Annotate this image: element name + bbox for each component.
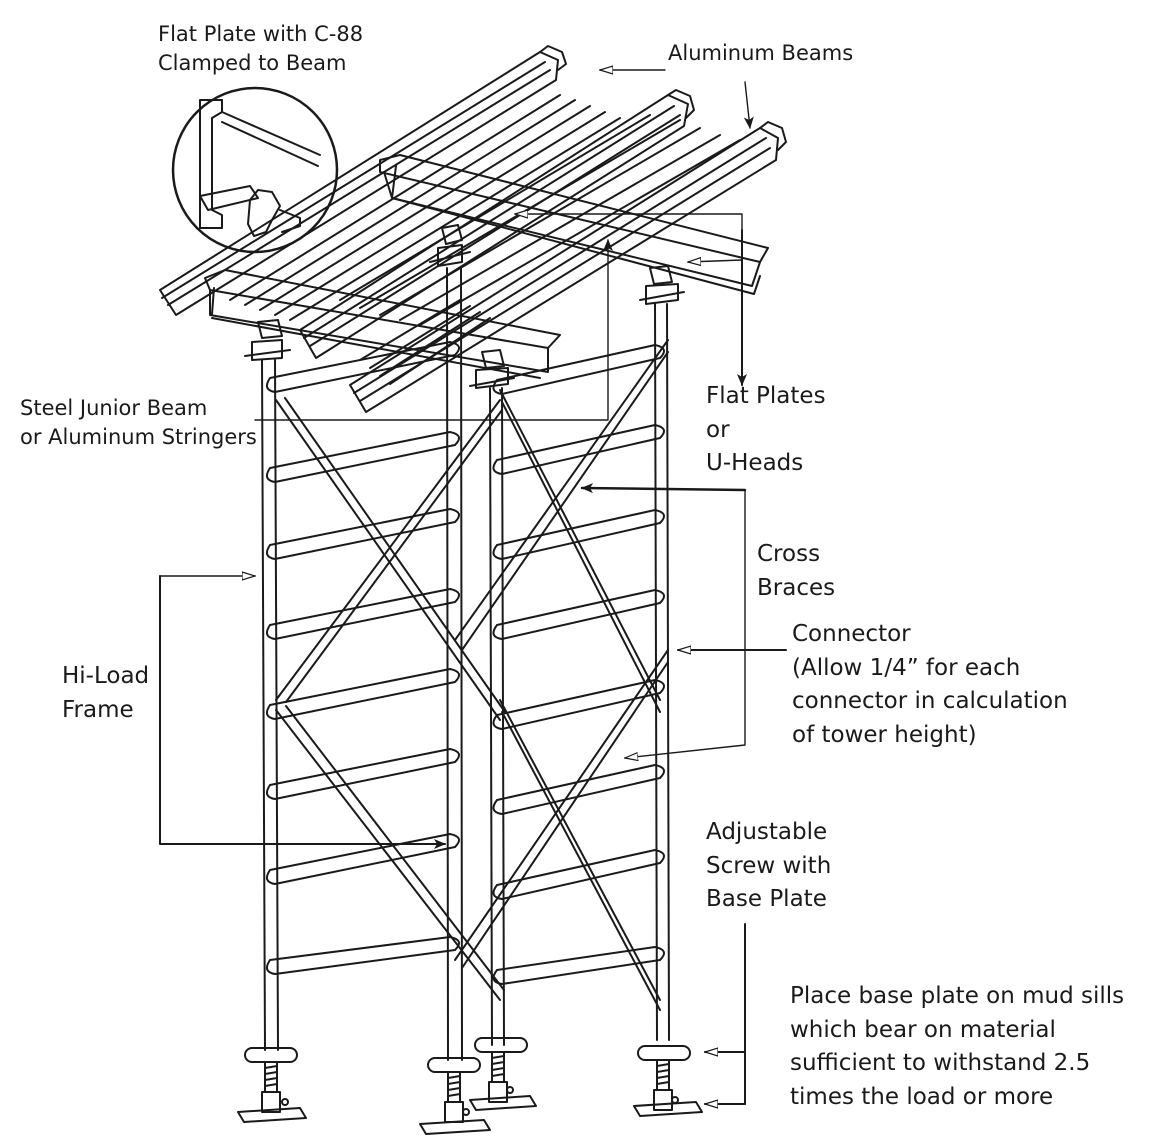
label-flat-plate-detail: Flat Plate with C-88 Clamped to Beam — [158, 20, 363, 78]
frame-posts — [261, 267, 670, 1061]
flat-plate-detail-circle — [171, 86, 339, 254]
label-line: which bear on material — [790, 1016, 1056, 1043]
label-connector: Connector (Allow 1/4” for each connector… — [792, 618, 1068, 752]
label-line: Braces — [757, 574, 836, 601]
label-line: Steel Junior Beam — [20, 396, 208, 420]
frame-rungs — [265, 341, 665, 985]
callout-leaders — [159, 70, 787, 1104]
label-steel-junior-beam: Steel Junior Beam or Aluminum Stringers — [20, 394, 257, 452]
label-line: Base Plate — [706, 886, 827, 912]
label-line: Clamped to Beam — [158, 51, 347, 75]
label-line: Adjustable — [706, 819, 828, 845]
label-line: Aluminum Beams — [668, 41, 854, 65]
upper-stringer-beam — [379, 154, 769, 295]
label-line: (Allow 1/4” for each — [792, 654, 1021, 681]
label-line: of tower height) — [792, 721, 977, 748]
label-aluminum-beams: Aluminum Beams — [668, 39, 853, 68]
label-line: Screw with — [706, 852, 832, 879]
label-cross-braces: Cross Braces — [757, 538, 835, 605]
label-line: connector in calculation — [792, 688, 1068, 714]
label-line: Connector — [792, 621, 911, 647]
label-line: times the load or more — [790, 1083, 1054, 1110]
cross-braces — [275, 339, 669, 1011]
label-line: U-Heads — [706, 450, 804, 476]
label-line: Flat Plates — [706, 383, 826, 409]
label-line: Frame — [62, 696, 134, 723]
label-base-plate-note: Place base plate on mud sills which bear… — [790, 980, 1124, 1114]
label-line: Cross — [757, 541, 821, 567]
label-line: Flat Plate with C-88 — [158, 22, 364, 46]
label-adjustable-screw: Adjustable Screw with Base Plate — [706, 816, 831, 917]
label-line: Hi-Load — [62, 663, 150, 689]
label-flat-plates: Flat Plates or U-Heads — [706, 380, 826, 481]
flat-plate-heads — [244, 224, 685, 389]
label-hi-load-frame: Hi-Load Frame — [62, 660, 149, 727]
label-line: or Aluminum Stringers — [20, 425, 257, 449]
label-line: Place base plate on mud sills — [790, 983, 1125, 1009]
label-line: sufficient to withstand 2.5 — [790, 1050, 1091, 1076]
screw-jacks — [237, 1037, 703, 1135]
label-line: or — [706, 416, 730, 443]
